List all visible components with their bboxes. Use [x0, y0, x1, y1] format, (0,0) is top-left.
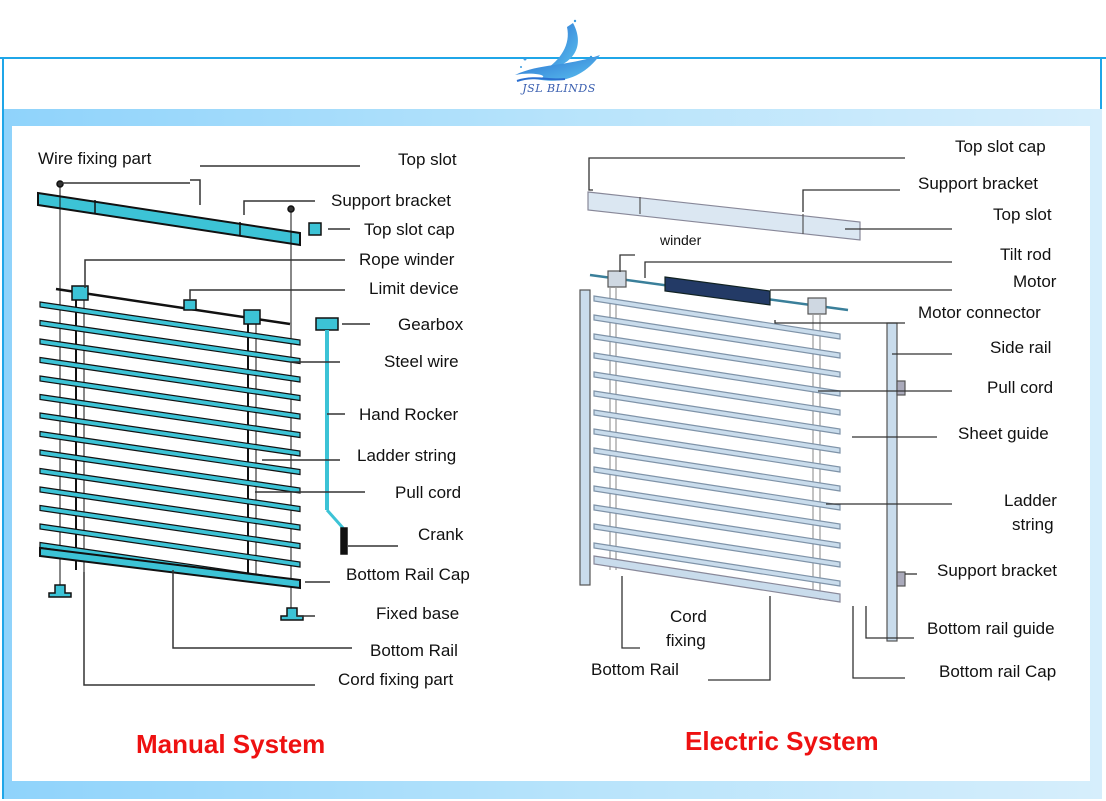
label-e-winder: winder	[660, 232, 702, 248]
slat	[593, 485, 841, 530]
slat	[593, 447, 841, 492]
label-fixed-base: Fixed base	[376, 604, 460, 623]
manual-blind-drawing	[37, 165, 398, 686]
label-e-tilt-rod: Tilt rod	[1000, 245, 1052, 264]
label-wire-fixing-part: Wire fixing part	[38, 149, 152, 168]
slat	[593, 390, 841, 435]
label-e-bottom-rail-guide: Bottom rail guide	[927, 619, 1055, 638]
slat	[39, 523, 301, 568]
slat	[39, 467, 301, 513]
label-e-string: string	[1012, 515, 1054, 534]
label-pull-cord: Pull cord	[395, 483, 462, 502]
label-gearbox: Gearbox	[398, 315, 464, 334]
slat	[593, 409, 841, 454]
label-top-slot: Top slot	[398, 150, 457, 169]
slat	[39, 319, 301, 365]
slat	[593, 314, 841, 359]
label-support-bracket: Support bracket	[331, 191, 452, 210]
slat	[593, 542, 841, 587]
label-e-pull-cord: Pull cord	[987, 378, 1054, 397]
slat	[593, 466, 841, 511]
label-rope-winder: Rope winder	[359, 250, 455, 269]
label-e-bottom-rail: Bottom Rail	[591, 660, 679, 679]
label-e-top-slot: Top slot	[993, 205, 1052, 224]
label-ladder-string: Ladder string	[357, 446, 457, 465]
slat	[593, 333, 841, 378]
label-bottom-rail: Bottom Rail	[370, 641, 458, 660]
slat	[593, 504, 841, 549]
slat	[39, 393, 301, 439]
slat	[593, 295, 841, 340]
label-bottom-rail-cap: Bottom Rail Cap	[346, 565, 470, 584]
brand-logo-icon	[515, 19, 600, 82]
label-e-ladder: Ladder	[1004, 491, 1057, 510]
slat	[39, 412, 301, 457]
label-e-top-slot-cap: Top slot cap	[955, 137, 1046, 156]
slat	[39, 338, 301, 383]
label-cord-fixing-part: Cord fixing part	[338, 670, 454, 689]
slat	[39, 356, 301, 402]
label-e-support-bracket: Support bracket	[918, 174, 1039, 193]
label-e-side-rail: Side rail	[990, 338, 1052, 357]
electric-system-title: Electric System	[685, 726, 879, 756]
label-limit-device: Limit device	[369, 279, 459, 298]
label-top-slot-cap: Top slot cap	[364, 220, 455, 239]
slat	[593, 428, 841, 473]
slat	[39, 430, 301, 476]
label-steel-wire: Steel wire	[384, 352, 459, 371]
label-e-fixing: fixing	[666, 631, 706, 650]
label-crank: Crank	[418, 525, 464, 544]
slat	[593, 352, 841, 397]
brand-name: JSL BLINDS	[522, 82, 596, 95]
label-e-cord: Cord	[670, 607, 707, 626]
slat	[39, 486, 301, 531]
label-e-support-bracket-2: Support bracket	[937, 561, 1058, 580]
slat	[593, 371, 841, 416]
label-e-sheet-guide: Sheet guide	[958, 424, 1049, 443]
slat	[39, 449, 301, 494]
slat	[593, 523, 841, 568]
slat	[39, 375, 301, 420]
label-hand-rocker: Hand Rocker	[359, 405, 459, 424]
electric-blind-drawing	[579, 157, 952, 681]
manual-system-title: Manual System	[136, 729, 326, 759]
label-e-bottom-rail-cap: Bottom rail Cap	[939, 662, 1057, 681]
slat	[39, 504, 301, 550]
label-e-motor-connector: Motor connector	[918, 303, 1041, 322]
label-e-motor: Motor	[1013, 272, 1057, 291]
slat	[39, 301, 301, 346]
